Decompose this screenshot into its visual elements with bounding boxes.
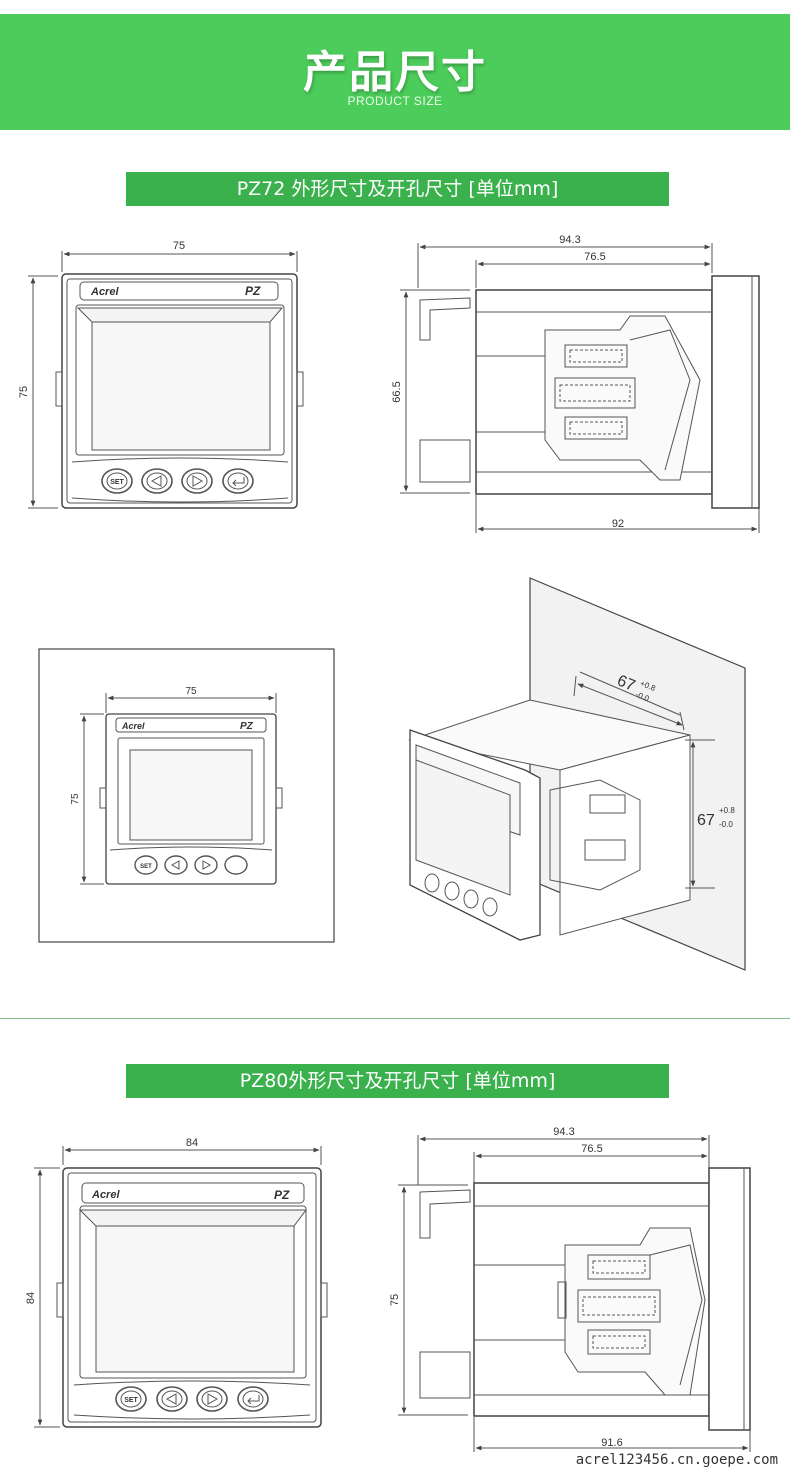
pz80-side-total-label: 94.3 bbox=[553, 1126, 574, 1138]
pz80-side-height-label: 75 bbox=[389, 1294, 401, 1306]
page-title: 产品尺寸 bbox=[303, 47, 487, 98]
pz72-mount-height-label: 75 bbox=[70, 793, 81, 805]
pz72-mount-brand-logo: Acrel bbox=[121, 721, 145, 731]
watermark-text: acrel123456.cn.goepe.com bbox=[571, 1452, 782, 1468]
pz72-cutout-height-label: 67 bbox=[697, 812, 715, 829]
pz72-set-button: SET bbox=[110, 479, 124, 486]
pz80-set-button: SET bbox=[124, 1397, 138, 1404]
pz72-side-body-label: 76.5 bbox=[584, 251, 605, 263]
pz72-side-bottom-label: 92 bbox=[612, 518, 624, 530]
section-divider bbox=[0, 1018, 790, 1019]
pz72-mount-model-label: PZ bbox=[240, 721, 254, 732]
pz72-isometric-panel-view bbox=[408, 577, 746, 971]
pz72-front-height-label: 75 bbox=[18, 386, 30, 398]
pz72-mount-width-label: 75 bbox=[185, 686, 197, 697]
pz80-side-body-label: 76.5 bbox=[581, 1143, 602, 1155]
section-title-pz80: PZ80外形尺寸及开孔尺寸 [单位mm] bbox=[126, 1064, 669, 1098]
pz80-model-label: PZ bbox=[274, 1188, 290, 1202]
pz72-cutout-height-tol-minus: -0.0 bbox=[719, 820, 733, 829]
pz80-brand-logo: Acrel bbox=[91, 1189, 120, 1201]
pz72-side-height-label: 66.5 bbox=[391, 381, 403, 402]
pz80-front-view bbox=[34, 1146, 328, 1428]
header-banner: 产品尺寸 PRODUCT SIZE bbox=[0, 14, 790, 130]
pz72-model-label: PZ bbox=[245, 284, 261, 298]
pz72-side-view bbox=[400, 243, 760, 533]
pz80-side-view bbox=[398, 1135, 751, 1452]
section-title-pz72: PZ72 外形尺寸及开孔尺寸 [单位mm] bbox=[126, 172, 669, 206]
pz72-front-width-label: 75 bbox=[173, 240, 185, 252]
pz80-front-height-label: 84 bbox=[25, 1292, 37, 1304]
pz80-front-width-label: 84 bbox=[186, 1137, 198, 1149]
pz72-brand-logo: Acrel bbox=[90, 286, 119, 298]
pz72-front-view bbox=[28, 251, 304, 509]
pz72-cutout-height-tol-plus: +0.8 bbox=[719, 806, 735, 815]
page-subtitle: PRODUCT SIZE bbox=[347, 94, 443, 108]
pz72-mount-set-button: SET bbox=[140, 864, 152, 870]
svg-text:67: 67 bbox=[615, 672, 638, 694]
pz72-side-total-label: 94.3 bbox=[559, 234, 580, 246]
pz72-mounted-front-view bbox=[38, 648, 335, 943]
pz80-side-bottom-label: 91.6 bbox=[601, 1437, 622, 1449]
